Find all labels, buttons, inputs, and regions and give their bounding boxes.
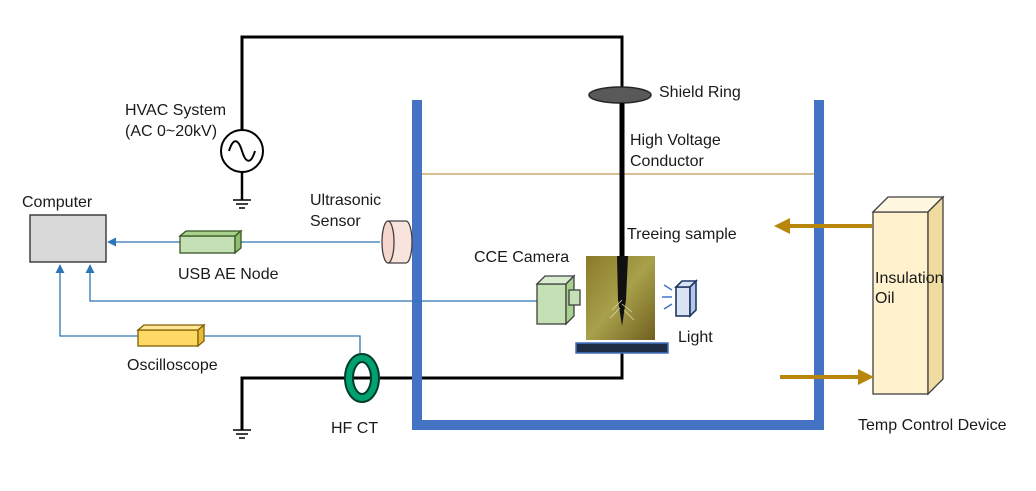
hfct-to-scope-line xyxy=(204,335,361,362)
camera-to-computer-line xyxy=(85,264,537,302)
oil-in-arrow-shaft xyxy=(780,375,860,379)
usb-ae-node-label: USB AE Node xyxy=(178,266,279,283)
oil-out-arrow-head xyxy=(774,218,790,234)
light-source xyxy=(662,279,698,318)
ultrasonic-label-line2: Sensor xyxy=(310,213,361,230)
computer-box xyxy=(29,214,107,263)
oscilloscope-label: Oscilloscope xyxy=(127,357,218,374)
sine-wave-icon xyxy=(228,140,256,162)
cce-camera xyxy=(535,274,581,326)
cce-camera-label: CCE Camera xyxy=(474,249,569,266)
hvac-label-line1: HVAC System xyxy=(125,102,226,119)
scope-to-computer-line xyxy=(55,264,138,337)
shield-ring xyxy=(588,86,652,104)
hv-conductor-label-line1: High Voltage xyxy=(630,132,721,149)
ultrasonic-label-line1: Ultrasonic xyxy=(310,192,381,209)
hvac-label-line2: (AC 0~20kV) xyxy=(125,123,217,140)
labels: HVAC System (AC 0~20kV) Shield Ring High… xyxy=(22,84,1007,437)
oil-in-arrow-head xyxy=(858,369,874,385)
ultrasonic-sensor xyxy=(381,220,413,264)
light-label: Light xyxy=(678,329,713,346)
signal-lines xyxy=(55,237,537,362)
hv-top-wire xyxy=(240,35,624,130)
tank-wall xyxy=(412,100,824,430)
hv-circuit xyxy=(233,35,624,439)
ground-plate xyxy=(575,342,669,354)
oil-flow-arrows xyxy=(774,218,874,385)
oil-out-arrow-shaft xyxy=(788,224,872,228)
hf-ct xyxy=(344,353,380,403)
light-rays-icon xyxy=(662,284,673,310)
ground-symbol-bottom xyxy=(233,429,251,439)
treeing-sample-label: Treeing sample xyxy=(627,226,737,243)
oil-tank xyxy=(412,100,824,430)
oscilloscope xyxy=(136,323,206,348)
temp-control-label: Temp Control Device xyxy=(858,417,1007,434)
ground-symbol-top xyxy=(233,199,251,209)
hvac-source xyxy=(220,129,264,173)
computer-label: Computer xyxy=(22,194,93,211)
electrical-tree xyxy=(609,299,635,321)
insulation-oil-label-line2: Oil xyxy=(875,290,895,307)
shield-ring-label: Shield Ring xyxy=(659,84,741,101)
insulation-oil-label-line1: Insulation xyxy=(875,270,944,287)
usb-ae-node xyxy=(178,229,243,255)
hf-ct-label: HF CT xyxy=(331,420,378,437)
hv-conductor-label-line2: Conductor xyxy=(630,153,704,170)
treeing-sample xyxy=(575,256,669,354)
camera-lens xyxy=(568,289,581,306)
return-wire xyxy=(240,350,624,430)
temp-control-device xyxy=(871,195,945,396)
